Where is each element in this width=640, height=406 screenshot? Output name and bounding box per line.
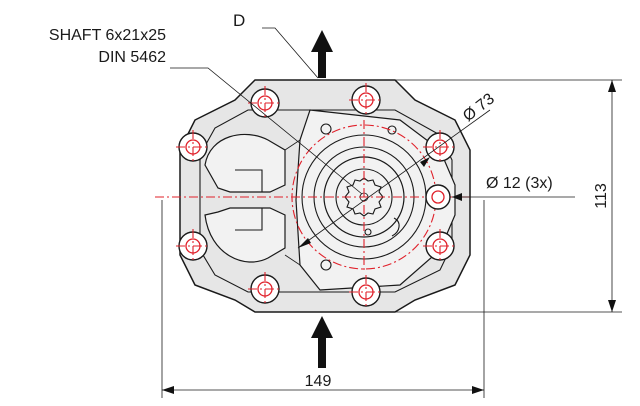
bolt-left-upper: [176, 130, 210, 164]
shaft-spec-label: SHAFT 6x21x25: [49, 27, 166, 44]
width-dimension: [161, 200, 485, 398]
inlet-arrow-icon: [311, 316, 333, 368]
bolt-right-upper: [423, 130, 457, 164]
bolt-top-right: [349, 83, 383, 117]
bolt-top-left: [248, 86, 282, 120]
height-dimension: [395, 79, 622, 313]
width-dimension-label: 149: [305, 373, 332, 390]
height-dimension-label: 113: [593, 183, 610, 209]
port-letter-label: D: [233, 11, 245, 30]
mounting-bolts: [176, 83, 457, 309]
bolt-right-lower: [423, 229, 457, 263]
bolt-bottom-right: [349, 275, 383, 309]
bolt-right-middle: [425, 184, 451, 210]
leader-lines: [170, 27, 575, 249]
shaft-standard-label: DIN 5462: [98, 49, 166, 66]
bolt-bottom-left: [248, 272, 282, 306]
hole-diameter-label: Ø 12 (3x): [486, 175, 553, 192]
outlet-arrow-icon: [311, 30, 333, 78]
bolt-left-lower: [176, 229, 210, 263]
bolt-circle-diameter-label: Ø 73: [460, 90, 498, 125]
rear-housing: [204, 133, 301, 266]
